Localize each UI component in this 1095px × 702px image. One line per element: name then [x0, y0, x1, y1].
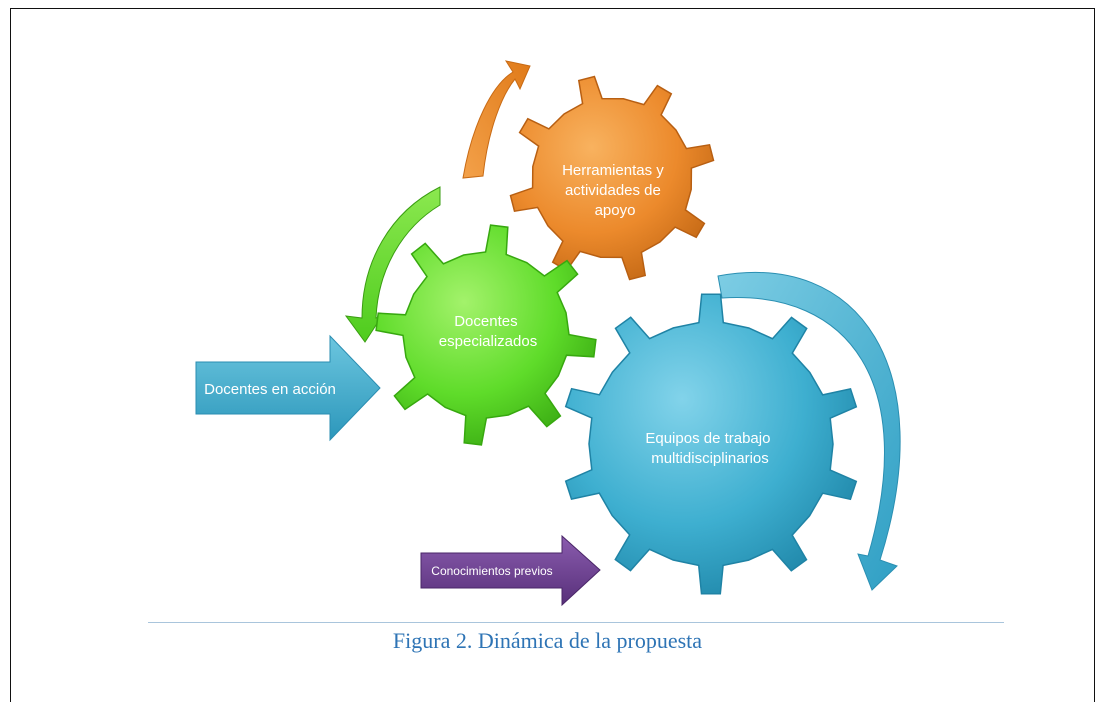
arrow-label-conocimientos-previos: Conocimientos previos [431, 564, 552, 578]
gear-herramientas: Herramientas y actividades de apoyo [509, 75, 715, 281]
arrow-shape-conocimientos-previos [420, 534, 601, 607]
gear-label-docentes-especializados: Docentes especializados [439, 313, 537, 350]
gear-shape-green [375, 224, 597, 446]
caption-divider [148, 622, 1004, 623]
orange-curved-arrow [462, 60, 531, 179]
arrow-shape-docentes-en-accion [195, 334, 381, 442]
gear-equipos-de-trabajo: Equipos de trabajo multidisciplinarios [564, 293, 858, 595]
gear-label-herramientas: Herramientas y actividades de apoyo [562, 162, 668, 219]
blue-curved-arrow [717, 271, 901, 591]
gear-shape-blue [564, 293, 858, 595]
arrow-docentes-en-accion: Docentes en acción [195, 334, 381, 442]
figure-caption: Figura 2. Dinámica de la propuesta [392, 628, 703, 653]
gear-docentes-especializados: Docentes especializados [375, 224, 597, 446]
arrow-label-docentes-en-accion: Docentes en acción [204, 381, 336, 398]
green-curved-arrow [344, 186, 441, 343]
gear-label-equipos: Equipos de trabajo multidisciplinarios [645, 430, 774, 467]
arrow-conocimientos-previos: Conocimientos previos [420, 534, 601, 607]
gear-shape-orange [509, 75, 715, 281]
